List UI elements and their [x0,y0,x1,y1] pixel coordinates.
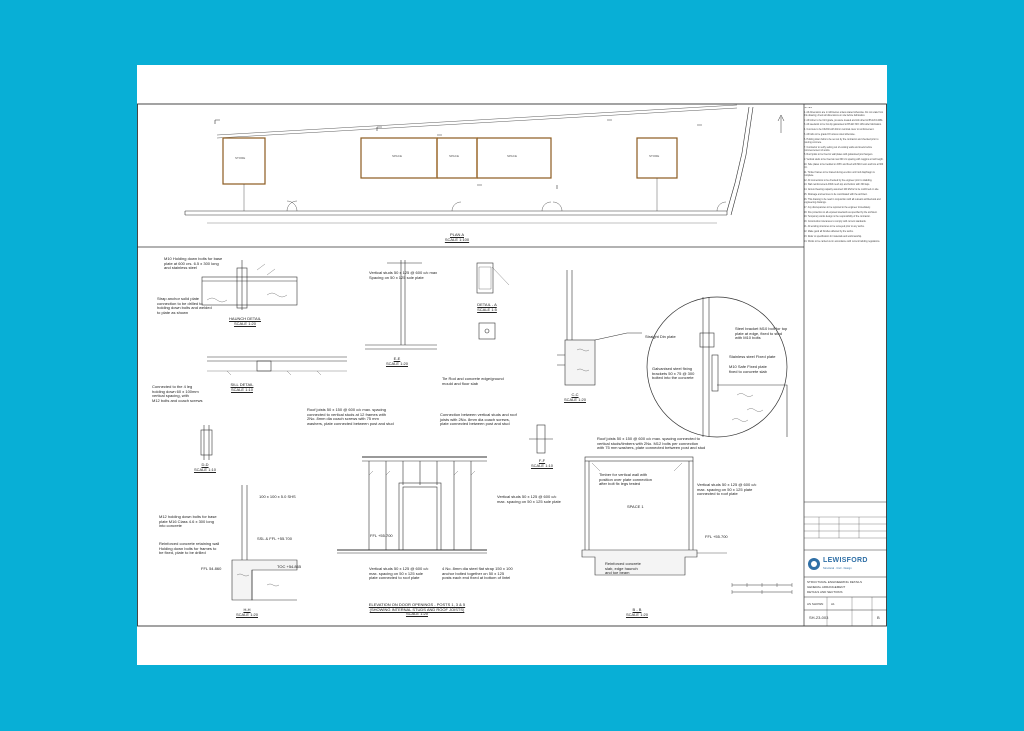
note-line: 24. Works to be carried out in accordanc… [804,240,881,243]
note-roof-joists: Roof joists 50 x 150 @ 600 c/c max. spac… [307,407,394,426]
tb-sheet: A1 [831,602,835,606]
note-hot-dip: Galvanised steel fixing brackets 50 x 75… [652,366,695,381]
tb-line2: GENERAL ARRANGEMENT [807,585,846,589]
note-reinforced-wall: Reinforced concrete retaining wall Holdi… [159,541,220,556]
note-line: 6. Holding down bolts to be set out by t… [804,139,879,144]
room-mark-4: SPACE [507,154,517,158]
tb-scale: AS SHOWN [807,602,824,606]
tb-rev: B [877,615,880,620]
note-bolts: M10 Holding down bolts for base plate at… [164,256,223,271]
note-line: 8. Roof joists to be fixed to wall plate… [804,154,874,157]
note-line: 14. Ground bearing capacity assumed 100 … [804,189,880,192]
note-studs-top: Vertical studs 50 x 125 @ 600 c/c max Sp… [369,270,438,280]
note-line: 13. Slab reinforcement A393 mesh top and… [804,184,870,187]
note-ffl-left: FFL 54.860 [201,566,222,571]
note-line: 1. All dimensions are in millimetres unl… [804,111,884,117]
note-line: 12. All connections to be checked by the… [804,179,873,182]
note-studs-bottom: Vertical studs 50 x 125 @ 600 c/c max. s… [369,566,429,581]
note-line: 20. Construction tolerances to comply wi… [804,221,867,224]
note-line: 3. All steelwork to be hot dip galvanise… [804,124,882,127]
plan-title: PLAN A SCALE 1:100 [444,232,470,242]
note-line: 5. All bolts to be grade 8.8 unless note… [804,134,856,137]
note-line: 9. Vertical studs to be fixed at max 600… [804,159,884,162]
note-line: 16. This drawing to be read in conjuncti… [804,199,881,204]
note-studs-b-left: Vertical studs 50 x 125 @ 600 c/c max. s… [497,494,561,504]
room-mark-3: SPACE [449,154,459,158]
section-b-title: B - B SCALE 1:20 [625,607,648,617]
note-roof-joists-b: Roof joists 50 x 150 @ 600 c/c max. spac… [597,436,706,451]
room-mark-1: STORE [235,156,246,160]
note-fixed-outer: Tie Rod and concrete edge/ground mould a… [442,376,504,386]
section-e-title: E-E SCALE 1:20 [385,356,408,366]
note-stainless: Stainless steel Fixed plate [729,354,776,359]
note-studs-b-right: Vertical studs 50 x 125 @ 600 c/c max. s… [697,482,757,497]
tb-line3: DETAILS AND SECTIONS [807,590,843,594]
section-f-title: F-F SCALE 1:10 [530,458,553,468]
note-strap: Strap anchor solid plate connection to b… [157,296,212,315]
company-logo: LEWISFORD [823,557,868,564]
note-ffl-mid: FFL +55.700 [370,533,393,538]
note-bolts-base: M12 holding down bolts for base plate M1… [159,514,217,529]
note-line: 10. Sole plates to be bedded on DPC and … [804,164,884,170]
note-line: 4. Concrete to be C32/40 with 40mm nomin… [804,129,875,132]
section-d-title: D-D SCALE 1:10 [193,462,216,472]
note-line: 15. Drainage and services to be coordina… [804,194,868,197]
note-toc: TOC +54.865 [277,564,302,569]
note-line: 2. All timber to be C24 grade, pressure … [804,119,884,122]
room-mark-2: SPACE [392,154,402,158]
sill-detail-title: SILL DETAIL SCALE 1:10 [230,382,254,392]
note-line: 19. Temporary works design is the respon… [804,216,871,219]
note-connection: Connection between vertical studs and ro… [440,412,517,427]
note-space: SPACE 1 [627,504,644,509]
note-ssl: SSL & FFL +55.700 [257,536,292,541]
elevation-title: ELEVATION ON DOOR OPENINGS - POSTS 1, 3 … [368,602,466,617]
haunch-detail-title: HAUNCH DETAIL SCALE 1:20 [229,316,261,326]
tb-line1: STRUCTURAL ENGINEERING DETAILS [807,580,863,584]
note-straight-plate: Straight Din plate [645,334,676,339]
note-line: NOTES [804,107,812,109]
note-line: 18. Fire protection to all exposed steel… [804,211,878,214]
room-mark-5: STORE [649,154,660,158]
detail-a-title: DETAIL - A SCALE 1:5 [477,302,497,312]
note-timber: Timber for vertical wall with position o… [599,472,652,487]
note-reinforced-slab: Reinforced concrete slab, edge haunch an… [605,561,641,576]
note-bracket: Steel bracket M10 bolt for top plate at … [735,326,788,341]
section-h-title: H-H SCALE 1:20 [235,607,258,617]
general-notes: NOTES 1. All dimensions are in millimetr… [804,107,884,502]
note-line: 17. Any discrepancies to be reported to … [804,206,871,209]
company-tagline: Structural · Civil · Design [823,567,852,570]
section-c-title: C-C SCALE 1:20 [563,392,586,402]
note-line: 21. All existing structures to be survey… [804,226,865,229]
note-line: 11. Timber frames to be braced during er… [804,171,875,177]
note-line: 22. Make good all finishes affected by t… [804,231,854,234]
note-ffl-right: FFL +55.700 [705,534,728,539]
note-lintel: 4 No. 8mm dia steel flat strap 150 x 100… [442,566,513,581]
note-line: 23. Refer to specification for materials… [804,235,862,238]
note-steel: 100 x 100 x 5.0 SHS [259,494,296,499]
note-msi: M10 Safe Fixed plate fixed to concrete s… [729,364,767,374]
drawing-sheet: STORE SPACE SPACE SPACE STORE PLAN A SCA… [137,65,887,665]
drawing-linework [137,103,887,627]
note-joist: Connected to the 4 leg holding down 60 x… [152,384,203,403]
note-line: 7. Contractor to verify setting out of e… [804,146,873,152]
tb-drawing-no: SH-23-003 [809,615,829,620]
